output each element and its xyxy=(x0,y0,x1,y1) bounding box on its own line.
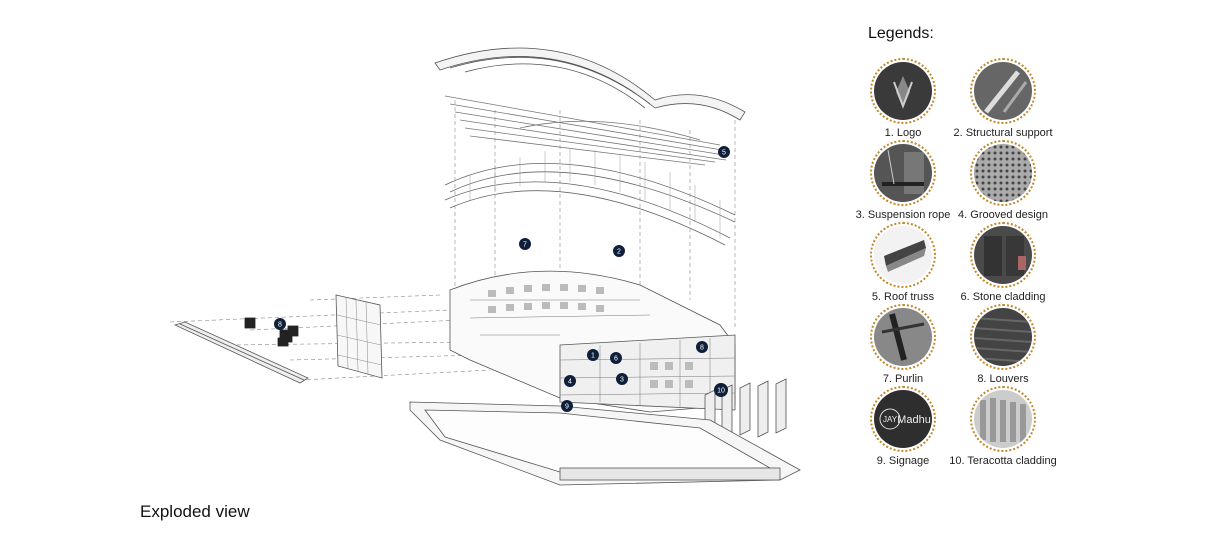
louver-blocks xyxy=(244,317,299,347)
legend-item-roof-truss: 5. Roof truss xyxy=(818,222,988,303)
svg-text:7: 7 xyxy=(523,242,527,249)
legend-item-louvers: 8. Louvers xyxy=(918,304,1088,385)
marker-7: 7 xyxy=(519,238,531,250)
louvers-icon xyxy=(974,308,1032,366)
svg-text:8: 8 xyxy=(278,322,282,329)
teracotta-panels xyxy=(704,378,787,438)
grooved-design-icon xyxy=(974,144,1032,202)
marker-9: 9 xyxy=(561,400,573,412)
facade-panel xyxy=(335,294,383,379)
purlin-icon xyxy=(874,308,932,366)
svg-text:3: 3 xyxy=(620,377,624,384)
roof-truss-icon xyxy=(874,226,932,284)
svg-text:JAY: JAY xyxy=(883,415,898,424)
purlin-layer xyxy=(444,95,727,166)
suspension-rope-icon xyxy=(874,144,932,202)
svg-text:2: 2 xyxy=(617,249,621,256)
legend-item-suspension-rope: 3. Suspension rope xyxy=(818,140,988,221)
marker-8-right: 8 xyxy=(696,341,708,353)
svg-text:1: 1 xyxy=(591,353,595,360)
legend-item-teracotta-cladding: 10. Teracotta cladding xyxy=(918,386,1088,467)
marker-5: 5 xyxy=(718,146,730,158)
logo-icon xyxy=(874,62,932,120)
marker-3: 3 xyxy=(616,373,628,385)
marker-8-left: 8 xyxy=(274,318,286,330)
structural-support-icon xyxy=(974,62,1032,120)
roof-sheet xyxy=(434,47,746,121)
svg-text:Madhu: Madhu xyxy=(897,414,931,426)
legend-item-logo: 1. Logo xyxy=(818,58,988,139)
legend-item-stone-cladding: 6. Stone cladding xyxy=(918,222,1088,303)
svg-text:10: 10 xyxy=(717,388,725,395)
svg-text:4: 4 xyxy=(568,379,572,386)
svg-text:8: 8 xyxy=(700,345,704,352)
legend-item-grooved-design: 4. Grooved design xyxy=(918,140,1088,221)
svg-text:9: 9 xyxy=(565,404,569,411)
marker-6: 6 xyxy=(610,352,622,364)
marker-2: 2 xyxy=(613,245,625,257)
teracotta-cladding-icon xyxy=(974,390,1032,448)
svg-text:6: 6 xyxy=(614,356,618,363)
louver-strip xyxy=(173,321,309,384)
legend-item-purlin: 7. Purlin xyxy=(818,304,988,385)
svg-text:5: 5 xyxy=(722,150,726,157)
marker-4: 4 xyxy=(564,375,576,387)
diagram-caption: Exploded view xyxy=(140,502,250,521)
legend-title: Legends: xyxy=(868,25,934,42)
ground-plinth xyxy=(409,401,801,486)
marker-10: 10 xyxy=(714,383,728,397)
marker-1: 1 xyxy=(587,349,599,361)
roof-truss-layer xyxy=(444,149,736,246)
building-block xyxy=(449,270,736,413)
stone-cladding-icon xyxy=(974,226,1032,284)
legend-item-structural-support: 2. Structural support xyxy=(918,58,1088,139)
